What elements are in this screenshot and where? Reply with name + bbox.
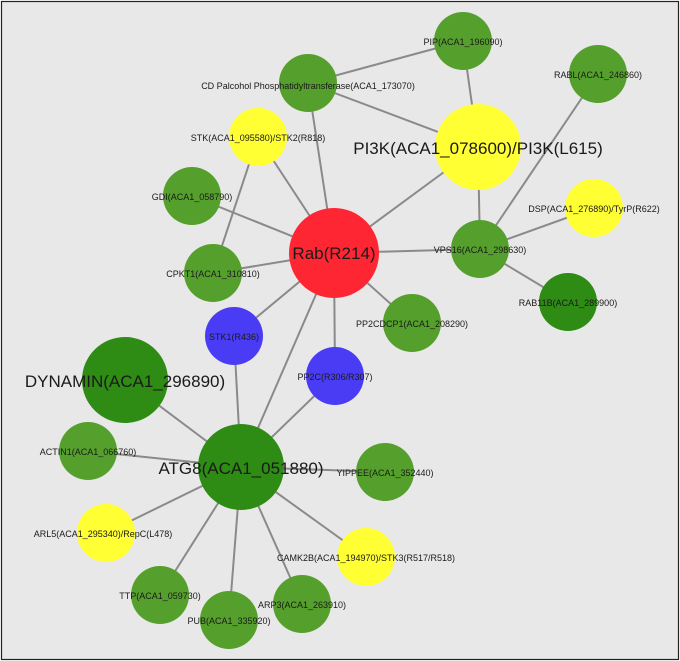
node-pi3k[interactable]: [435, 104, 521, 190]
node-dsp[interactable]: [565, 179, 623, 237]
node-rabl[interactable]: [569, 45, 627, 103]
node-label-stk: STK(ACA1_095580)/STK2(R818): [191, 133, 326, 143]
node-label-vps16: VPS16(ACA1_298630): [434, 245, 527, 255]
node-label-cdp: CD Palcohol Phosphatidyltransferase(ACA1…: [201, 81, 415, 91]
edge-rabl-vps16: [479, 73, 599, 250]
node-atg8[interactable]: [198, 424, 284, 510]
node-label-camk2b: CAMK2B(ACA1_194970)/STK3(R517/R518): [277, 553, 455, 563]
node-cdp[interactable]: [279, 54, 337, 112]
node-label-pi3k: PI3K(ACA1_078600)/PI3K(L615): [353, 139, 603, 158]
node-label-rab11b: RAB11B(ACA1_289900): [519, 298, 617, 308]
node-pp2c[interactable]: [306, 347, 364, 405]
node-label-rabl: RABL(ACA1_246860): [554, 70, 642, 80]
node-label-dynamin: DYNAMIN(ACA1_296890): [25, 372, 225, 391]
node-gdi[interactable]: [163, 167, 221, 225]
node-rab11b[interactable]: [539, 273, 597, 331]
node-rab[interactable]: [289, 208, 379, 298]
node-cpkt1[interactable]: [184, 244, 242, 302]
node-label-stk1: STK1(R436): [209, 332, 259, 342]
node-label-pp2c: PP2C(R306/R307): [297, 372, 372, 382]
node-label-rab: Rab(R214): [292, 244, 375, 263]
node-stk[interactable]: [229, 108, 287, 166]
node-dynamin[interactable]: [82, 337, 168, 423]
node-label-atg8: ATG8(ACA1_051880): [158, 459, 323, 478]
node-label-pip: PIP(ACA1_196090): [423, 37, 502, 47]
node-arp3[interactable]: [273, 575, 331, 633]
node-vps16[interactable]: [451, 220, 509, 278]
node-label-pub: PUB(ACA1_335920): [187, 616, 270, 626]
node-camk2b[interactable]: [337, 528, 395, 586]
node-actin1[interactable]: [59, 422, 117, 480]
node-label-dsp: DSP(ACA1_276890)/TyrP(R622): [528, 204, 660, 214]
node-label-cpkt1: CPKT1(ACA1_310810): [166, 269, 260, 279]
node-pip[interactable]: [434, 12, 492, 70]
node-ttp[interactable]: [131, 566, 189, 624]
node-label-yippee: YIPPEE(ACA1_352440): [336, 468, 433, 478]
nodes-layer: Rab(R214) PI3K(ACA1_078600)/PI3K(L615) ATG…: [25, 12, 660, 649]
node-label-actin1: ACTIN1(ACA1_066760): [40, 447, 137, 457]
node-yippee[interactable]: [356, 443, 414, 501]
node-label-ttp: TTP(ACA1_059730): [119, 591, 201, 601]
node-stk1[interactable]: [205, 307, 263, 365]
node-label-gdi: GDI(ACA1_058790): [152, 192, 233, 202]
node-label-arp3: ARP3(ACA1_263910): [258, 600, 346, 610]
node-pp2cdcp1[interactable]: [383, 294, 441, 352]
node-pub[interactable]: [200, 591, 258, 649]
node-arl5[interactable]: [77, 504, 135, 562]
node-label-pp2cdcp1: PP2CDCP1(ACA1_208290): [356, 319, 468, 329]
node-label-arl5: ARL5(ACA1_295340)/RepC(L478): [34, 529, 173, 539]
